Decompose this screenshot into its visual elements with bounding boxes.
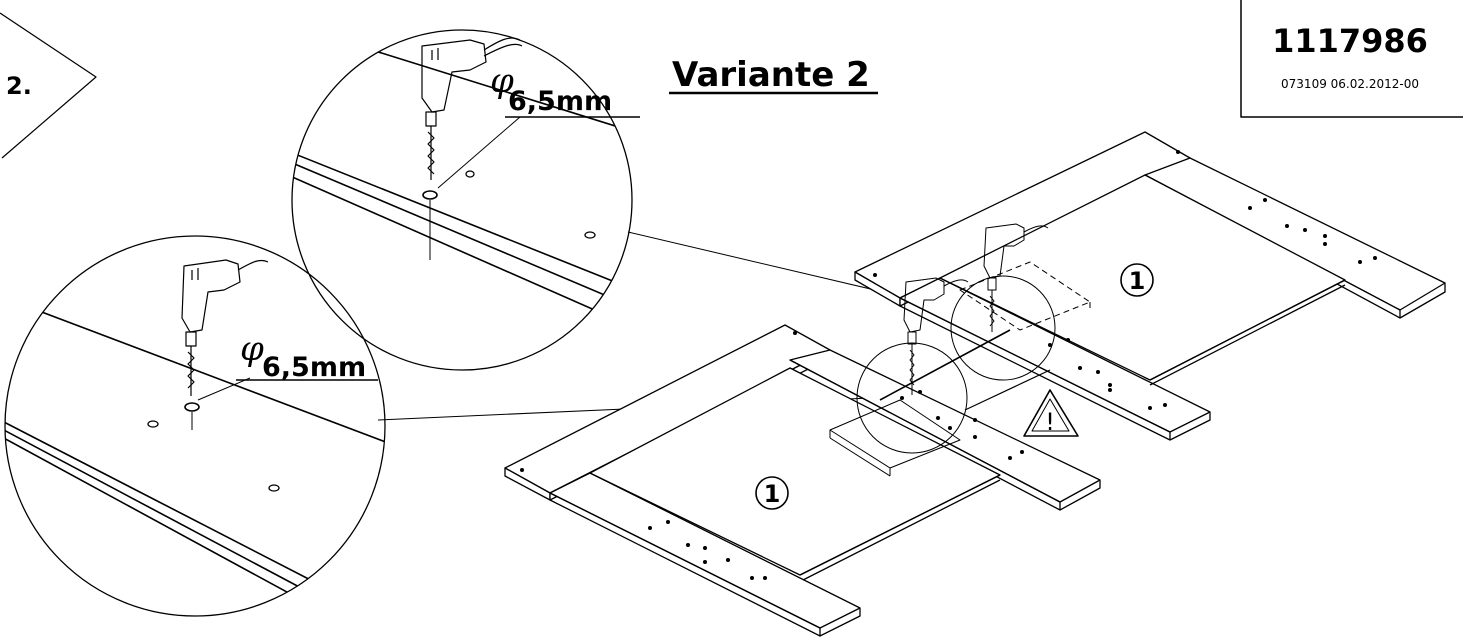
dimension-label: 6,5mm xyxy=(262,352,366,383)
article-number: 1117986 xyxy=(1272,22,1428,60)
drill-icon xyxy=(903,277,969,395)
ghost-block-back xyxy=(959,261,1091,331)
dimension-label: 6,5mm xyxy=(508,86,612,117)
part-number: 1 xyxy=(1129,267,1146,295)
drill-dimension-left: φ 6,5mm xyxy=(197,329,378,401)
screw-holes xyxy=(520,331,1024,580)
drill-icon xyxy=(983,223,1049,332)
connector-beam xyxy=(879,329,1051,411)
frame-front xyxy=(504,324,1101,637)
part-number: 1 xyxy=(764,480,781,508)
board-closeup-left xyxy=(5,299,385,611)
drill-dimension-top: φ 6,5mm xyxy=(437,61,640,189)
drill-icon xyxy=(421,37,523,180)
detail-view-top: φ 6,5mm xyxy=(291,29,640,371)
magnify-circles xyxy=(856,275,1056,454)
warning-symbol: ! xyxy=(1045,408,1055,436)
detail-view-left: φ 6,5mm xyxy=(4,235,386,617)
part-label-front: 1 xyxy=(755,476,789,510)
warning-icon: ! xyxy=(1023,389,1079,437)
diameter-symbol: φ xyxy=(240,329,264,369)
diameter-symbol: φ xyxy=(490,61,514,101)
support-block xyxy=(829,399,961,477)
article-ref: 073109 06.02.2012-00 xyxy=(1281,77,1419,91)
step-badge: 2. xyxy=(0,12,97,159)
board-closeup-top xyxy=(292,39,632,331)
part-label-back: 1 xyxy=(1120,263,1154,297)
screw-holes xyxy=(873,150,1377,410)
step-number: 2. xyxy=(6,72,32,100)
article-box: 1117986 073109 06.02.2012-00 xyxy=(1240,0,1463,118)
title-text: Variante 2 xyxy=(672,55,870,95)
variant-title: Variante 2 xyxy=(669,55,878,95)
drill-icon xyxy=(181,259,269,396)
